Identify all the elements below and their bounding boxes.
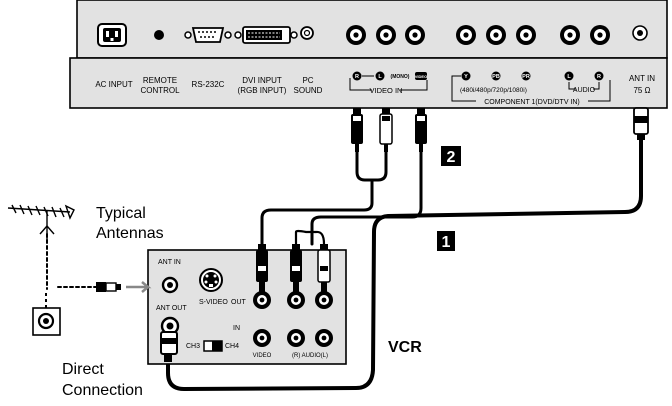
rs232c-port [184,27,232,43]
vcr-audio-r-in-jack [287,329,305,347]
ac-input-socket [97,23,127,47]
vcr-audio-l-out-jack [315,291,333,309]
vcr-label-video: VIDEO [253,353,272,359]
label-dvi-input-1: DVI INPUT [242,76,282,85]
tv-component-audio-l-jack [560,25,580,45]
vcr-audio-l-out-plug [317,244,331,292]
jack-letter-y: Y [464,74,468,80]
label-remote-control-2: CONTROL [140,86,180,95]
vcr-video-in-jack [253,329,271,347]
tv-audio-r-plug [351,108,363,152]
label-ant-in-1: ANT IN [629,74,655,83]
vcr-rear-panel: ANT IN ANT OUT S-VIDEO OUT [147,244,347,365]
tv-component-pb-jack [486,25,506,45]
label-vcr: VCR [388,339,422,356]
vcr-label-ant-out: ANT OUT [156,305,187,312]
vcr-s-video-jack [199,268,223,292]
label-typical: Typical [96,205,146,222]
arrow-to-vcr-ant-in [126,281,152,293]
vcr-audio-r-out-jack [287,291,305,309]
jack-letter-r-component: R [597,74,601,80]
label-mono: (MONO) [391,74,410,80]
pc-sound-jack [300,26,314,40]
step-2-number: 2 [447,149,456,166]
tv-video-jack [405,25,425,45]
label-audio: AUDIO [573,87,596,94]
label-connection: Connection [62,382,143,399]
tv-antenna-plug [633,107,649,140]
jack-letter-l: L [378,74,382,80]
vcr-label-ant-in: ANT IN [158,259,181,266]
label-pc-sound-1: PC [302,76,313,85]
tv-component-audio-r-jack [590,25,610,45]
dvi-input-port [234,26,298,44]
vcr-label-audio-rl: (R) AUDIO(L) [292,353,328,359]
vcr-ant-in-jack [161,276,179,294]
audio-merged-cable [260,179,374,246]
vcr-audio-r-out-plug [290,244,302,292]
vcr-panel-body [147,249,347,365]
jack-letter-pr: PR [522,74,530,80]
label-dvi-input-2: (RGB INPUT) [238,86,287,95]
antenna-cable [166,138,643,391]
jack-letter-r: R [355,74,359,80]
vcr-ant-out-plug [160,331,178,362]
jack-letter-video: VIDEO [415,74,427,79]
jack-letter-l-component: L [567,74,571,80]
tv-rear-panel: AC INPUT REMOTE CONTROL RS-232C DVI INPU… [69,0,668,109]
label-direct: Direct [62,361,104,378]
label-remote-control-1: REMOTE [143,76,177,85]
tv-component-y-jack [456,25,476,45]
cables [46,138,643,391]
vcr-label-ch4: CH4 [225,343,239,350]
step-1-number: 1 [442,234,451,251]
vcr-label-in: IN [233,325,240,332]
tv-rca-jacks [346,25,648,45]
label-component: COMPONENT 1(DVD/DTV IN) [484,99,580,106]
label-ant-in-2: 75 Ω [633,86,650,95]
label-ac-input: AC INPUT [95,80,132,89]
jack-letter-pb: PB [492,74,500,80]
step-1-badge: 1 [437,231,455,251]
tv-video-plug [415,108,427,152]
vcr-channel-switch [203,340,223,352]
tv-audio-l-plug [379,108,393,152]
vcr-video-out-plug [256,244,268,292]
label-video-in: VIDEO IN [370,86,403,95]
vcr-label-s-video: S-VIDEO [199,299,228,306]
audio-l-cable-top [368,150,388,182]
audio-bracket [568,82,600,90]
vcr-audio-split [294,229,326,246]
vcr-label-ch3: CH3 [186,343,200,350]
inline-coax-connector [96,282,121,292]
video-cable [310,150,423,246]
antenna-icon [7,204,75,240]
label-rs232c: RS-232C [192,80,225,89]
step-2-badge: 2 [441,146,461,166]
tv-audio-r-jack [346,25,366,45]
label-pc-sound-2: SOUND [294,86,323,95]
audio-r-cable-top [355,150,372,182]
tv-panel-lower [69,57,668,109]
video-in-bracket [349,75,428,91]
vcr-audio-l-in-jack [315,329,333,347]
remote-control-jack [154,30,164,40]
tv-panel-upper [76,0,668,59]
tv-audio-l-jack [376,25,396,45]
vcr-label-out: OUT [231,299,247,306]
wall-outlet-icon [32,307,61,336]
tv-side-plugs [351,107,649,152]
tv-antenna-jack [632,25,648,41]
label-antennas: Antennas [96,225,164,242]
tv-component-pr-jack [516,25,536,45]
vcr-video-out-jack [253,291,271,309]
label-component-res: (480i/480p/720p/1080i) [460,87,527,94]
component-bracket [451,75,611,102]
